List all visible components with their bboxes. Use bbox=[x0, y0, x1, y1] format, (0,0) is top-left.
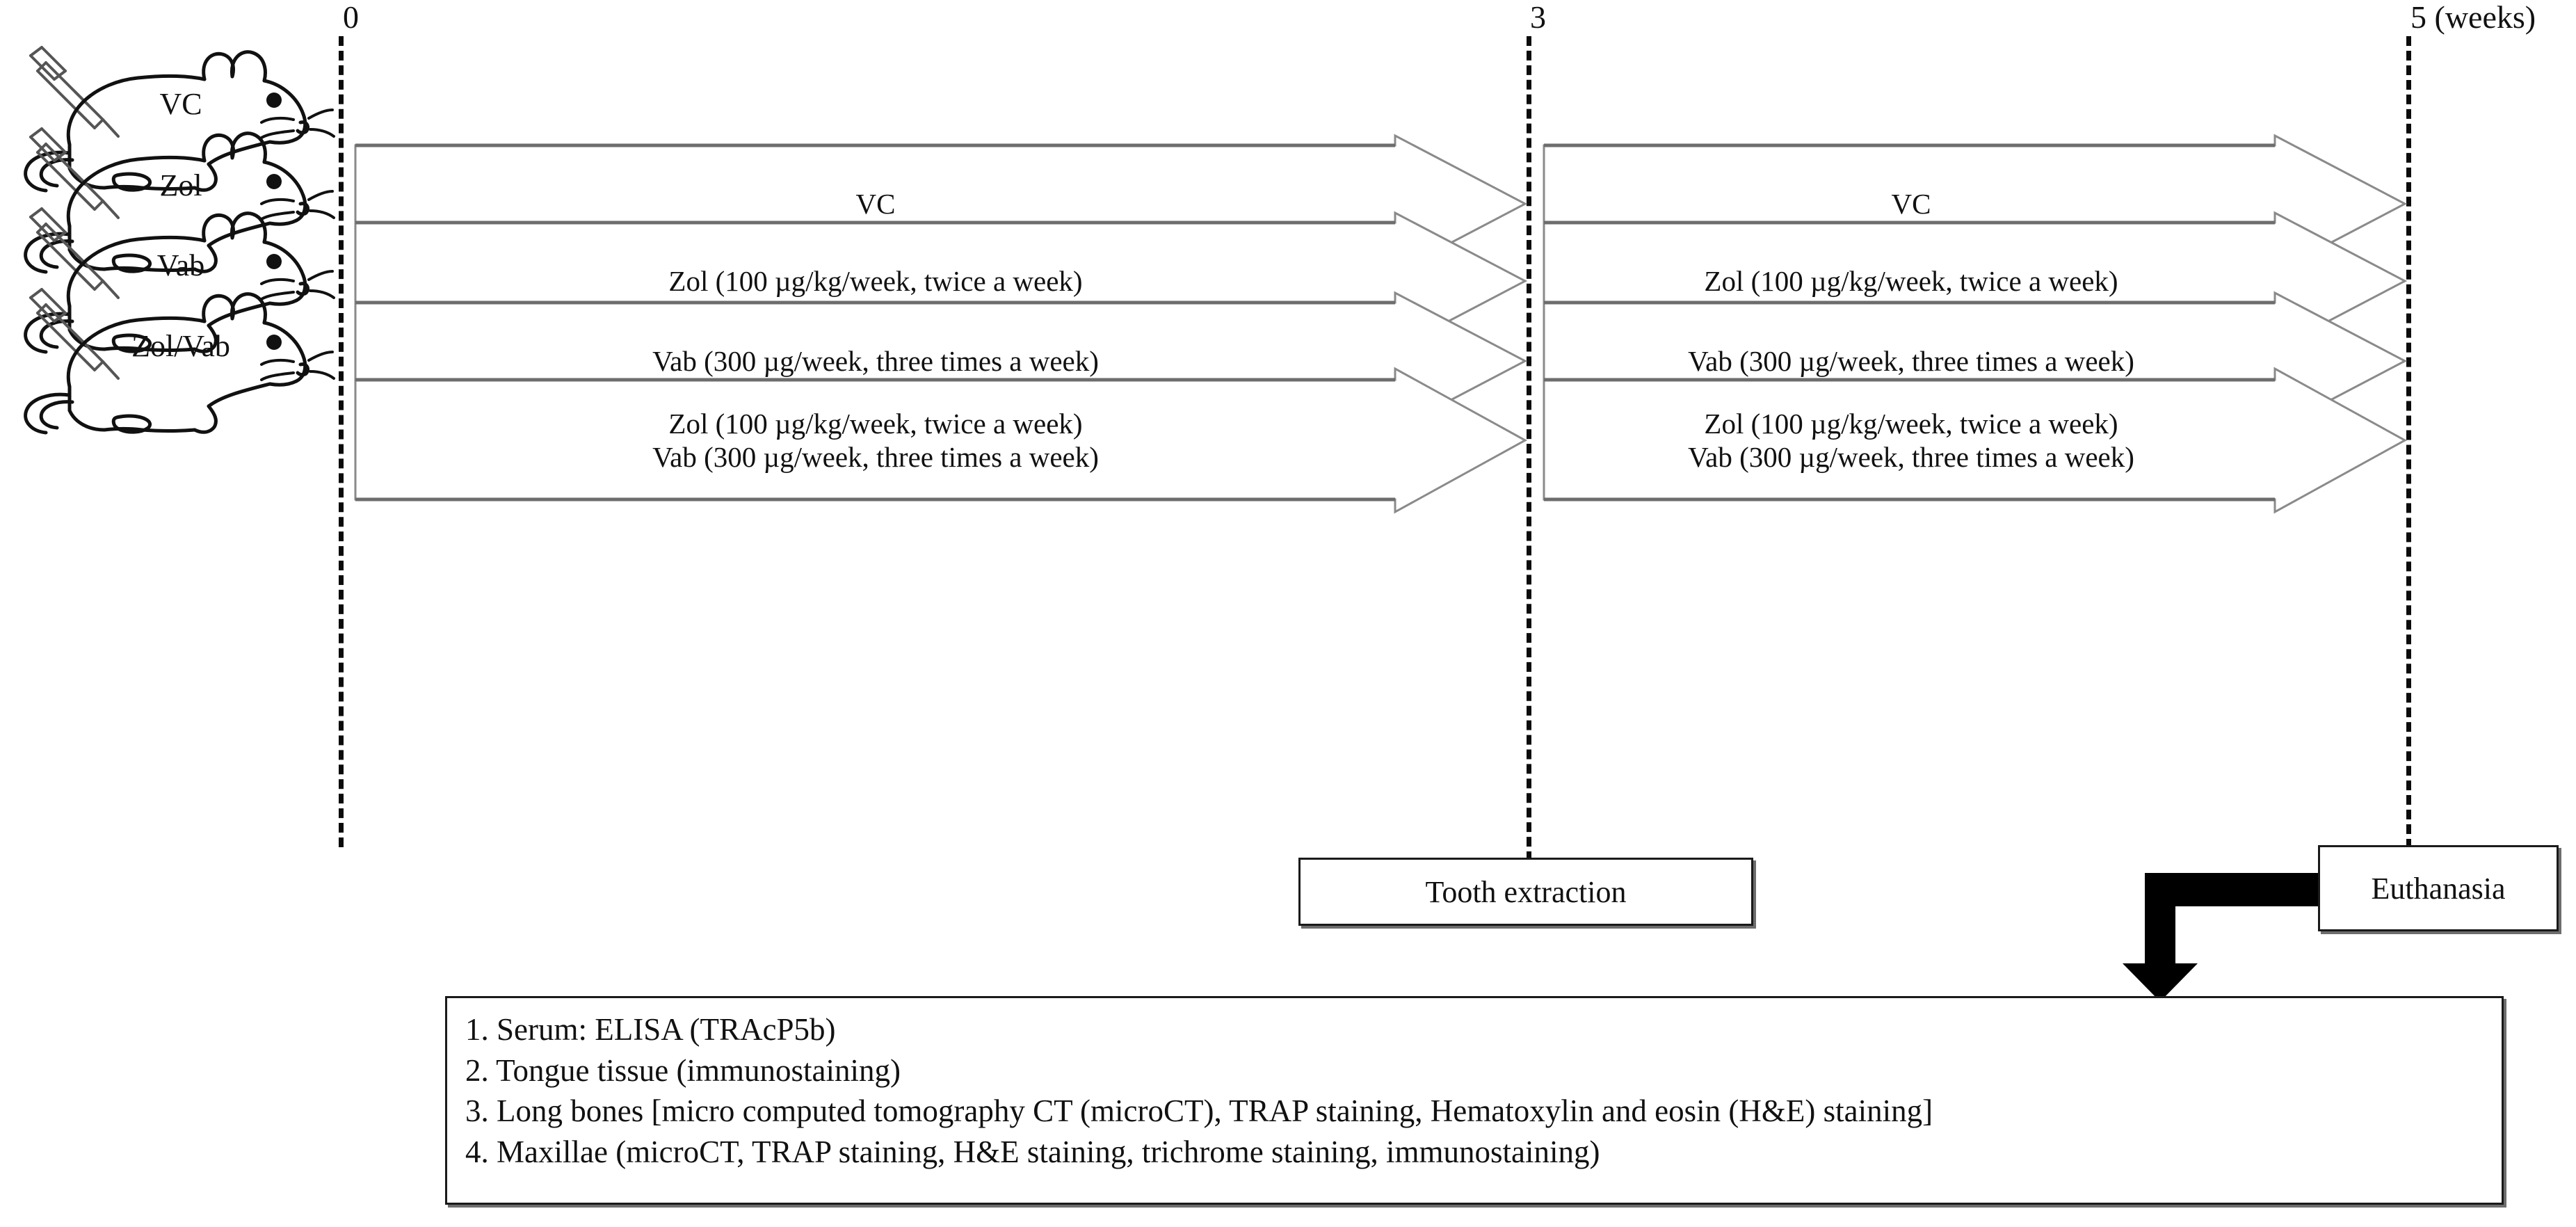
euthanasia-label: Euthanasia bbox=[2371, 871, 2506, 906]
treatment-arrow-zol-vab-phase2 bbox=[1543, 367, 2408, 514]
mouse-label-vab: Vab bbox=[156, 248, 205, 282]
timeline-tick-label-3: 3 bbox=[1530, 0, 1546, 35]
mouse-illustration-vab bbox=[6, 182, 335, 356]
euthanasia-box: Euthanasia bbox=[2318, 845, 2559, 931]
mouse-illustration-vc bbox=[6, 21, 335, 195]
results-list-item: 1. Serum: ELISA (TRAcP5b) bbox=[465, 1012, 836, 1047]
tooth-extraction-label: Tooth extraction bbox=[1425, 874, 1627, 909]
results-list-item: 3. Long bones [micro computed tomography… bbox=[465, 1093, 1933, 1128]
timeline-tick-label-0: 0 bbox=[343, 0, 359, 35]
mouse-illustration-zol-vab bbox=[6, 263, 335, 437]
treatment-arrow-zol-vab-phase1 bbox=[354, 367, 1528, 514]
timeline-rule-week3 bbox=[1527, 36, 1531, 861]
euthanasia-to-results-arrow bbox=[2123, 866, 2358, 1005]
endpoint-analyses-panel: 1. Serum: ELISA (TRAcP5b) 2. Tongue tiss… bbox=[445, 996, 2504, 1205]
tooth-extraction-box: Tooth extraction bbox=[1298, 858, 1753, 926]
timeline-rule-week5 bbox=[2406, 36, 2411, 849]
mouse-label-zol: Zol bbox=[159, 168, 202, 202]
timeline-rule-week0 bbox=[339, 36, 344, 847]
results-list-item: 4. Maxillae (microCT, TRAP staining, H&E… bbox=[465, 1134, 1600, 1169]
timeline-tick-label-5-weeks: 5 (weeks) bbox=[2410, 0, 2536, 35]
mouse-label-vc: VC bbox=[159, 87, 202, 121]
results-list-item: 2. Tongue tissue (immunostaining) bbox=[465, 1052, 901, 1088]
mouse-illustration-zol bbox=[6, 102, 335, 276]
mouse-label-zol-vab: Zol/Vab bbox=[131, 329, 230, 363]
